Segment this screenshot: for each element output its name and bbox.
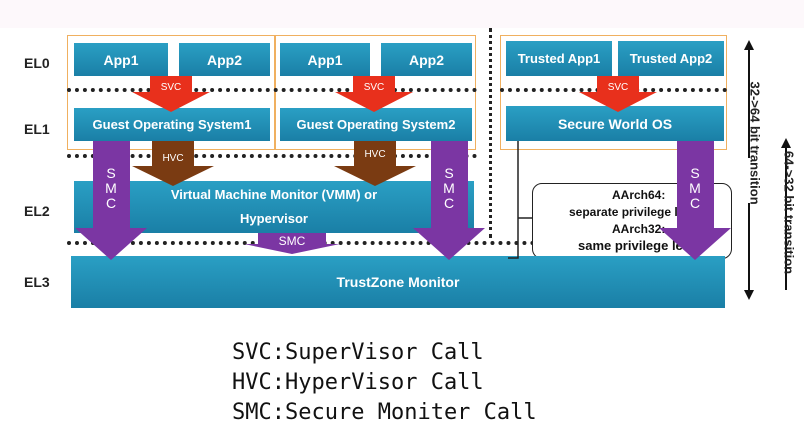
smc-letter-s-vm2: S: [444, 165, 454, 181]
hvc-label-vm2: HVC: [364, 148, 386, 160]
secure-os-box: Secure World OS: [506, 106, 724, 141]
transition-arrows: [744, 40, 791, 300]
aarch32-desc: same privilege level: [578, 238, 701, 253]
secure-os-label: Secure World OS: [557, 115, 673, 132]
smc-letter-m-vm2: M: [443, 180, 455, 196]
aarch32-title: AArch32:: [612, 222, 666, 236]
world-divider: [489, 28, 492, 238]
trusted-app1-box: Trusted App1: [506, 41, 612, 76]
smc-letter-c-secure: C: [689, 195, 701, 211]
smc-letters-secure: S M C: [687, 166, 703, 211]
vmm-box: Virtual Machine Monitor (VMM) or Hypervi…: [74, 181, 474, 233]
svc-arrow-vm2: [335, 76, 413, 112]
call-arrows: [75, 76, 731, 260]
guest-os2-label: Guest Operating System2: [296, 117, 456, 132]
guest-os1-label: Guest Operating System1: [92, 117, 252, 132]
transition-long-arrowhead: [781, 138, 791, 148]
vm2-app2-label: App2: [409, 51, 444, 68]
smc-label-vmm: SMC: [278, 234, 306, 248]
secure-world-frame: [500, 35, 727, 150]
trustzone-monitor-box: TrustZone Monitor: [71, 256, 725, 308]
el2-label: EL2: [24, 203, 50, 219]
transition-down-arrowhead: [744, 290, 754, 300]
hvc-arrow-vm2: [334, 141, 416, 186]
smc-letter-c-vm1: C: [105, 195, 117, 211]
smc-arrow-vmm: [244, 233, 340, 254]
smc-letter-m-vm1: M: [105, 180, 117, 196]
trusted-app2-label: Trusted App2: [629, 51, 713, 66]
legend-hvc-sep: :: [271, 370, 285, 395]
smc-letter-m-secure: M: [689, 180, 701, 196]
secure-bracket-line: [508, 141, 519, 259]
svc-arrow-vm1: [132, 76, 210, 112]
vm2-app2-box: App2: [381, 43, 472, 76]
svc-label-vm2: SVC: [363, 81, 385, 93]
trusted-app2-box: Trusted App2: [618, 41, 724, 76]
page-background-band: [0, 0, 804, 28]
el-architecture-diagram: EL0 EL1 EL2 EL3 App1 App2 App1 App2 Trus…: [0, 28, 804, 315]
svc-label-secure: SVC: [607, 81, 629, 93]
vmm-label-line1: Virtual Machine Monitor (VMM) or: [170, 187, 378, 202]
vm1-app2-label: App2: [207, 51, 242, 68]
smc-arrow-vm1: [75, 141, 147, 260]
aarch64-title: AArch64:: [612, 188, 666, 202]
vmm-label-line2: Hypervisor: [240, 211, 308, 226]
legend-hvc-abbr: HVC: [232, 370, 272, 395]
legend-smc-sep: :: [271, 400, 285, 425]
trusted-app1-label: Trusted App1: [517, 51, 601, 66]
el1-label: EL1: [24, 121, 50, 137]
el0-el1-separator-left: [67, 88, 477, 92]
transition-up-arrowhead: [744, 40, 754, 50]
legend-smc: SMC:Secure Moniter Call: [232, 400, 537, 425]
smc-letter-s-vm1: S: [106, 165, 116, 181]
guest-os1-box: Guest Operating System1: [74, 108, 270, 141]
trustzone-monitor-label: TrustZone Monitor: [336, 274, 460, 290]
legend-hvc: HVC:HyperVisor Call: [232, 370, 484, 395]
el2-el3-separator: [67, 241, 727, 245]
hvc-label-vm1: HVC: [162, 152, 184, 164]
legend-svc-sep: :: [271, 340, 285, 365]
el3-label: EL3: [24, 274, 50, 290]
svc-arrow-secure: [579, 76, 657, 112]
vm1-app1-box: App1: [74, 43, 168, 76]
smc-arrow-vm2: [413, 141, 485, 260]
svc-label-vm1: SVC: [160, 81, 182, 93]
smc-letter-s-secure: S: [690, 165, 700, 181]
legend-smc-desc: Secure Moniter Call: [285, 400, 537, 425]
el0-label: EL0: [24, 55, 50, 71]
transition-32-64-label: 32->64 bit transition: [747, 81, 763, 205]
smc-letters-vm2: S M C: [441, 166, 457, 211]
legend-svc-abbr: SVC: [232, 340, 272, 365]
guest-os2-box: Guest Operating System2: [280, 108, 472, 141]
vm1-app2-box: App2: [179, 43, 270, 76]
legend-smc-abbr: SMC: [232, 400, 272, 425]
aarch64-desc: separate privilege levels: [569, 205, 708, 219]
legend-svc-desc: SuperVisor Call: [285, 340, 484, 365]
el1-el2-separator: [67, 154, 477, 158]
smc-letters-vm1: S M C: [103, 166, 119, 211]
smc-letter-c-vm2: C: [443, 195, 455, 211]
vm1-app1-label: App1: [103, 51, 139, 68]
legend-hvc-desc: HyperVisor Call: [285, 370, 484, 395]
legend-svc: SVC:SuperVisor Call: [232, 340, 484, 365]
vm2-app1-label: App1: [307, 51, 343, 68]
smc-arrow-secure: [659, 141, 731, 260]
transition-64-32-label: 64->32 bit transition: [781, 150, 797, 275]
hvc-arrow-vm1: [132, 141, 214, 186]
vm2-app1-box: App1: [280, 43, 370, 76]
